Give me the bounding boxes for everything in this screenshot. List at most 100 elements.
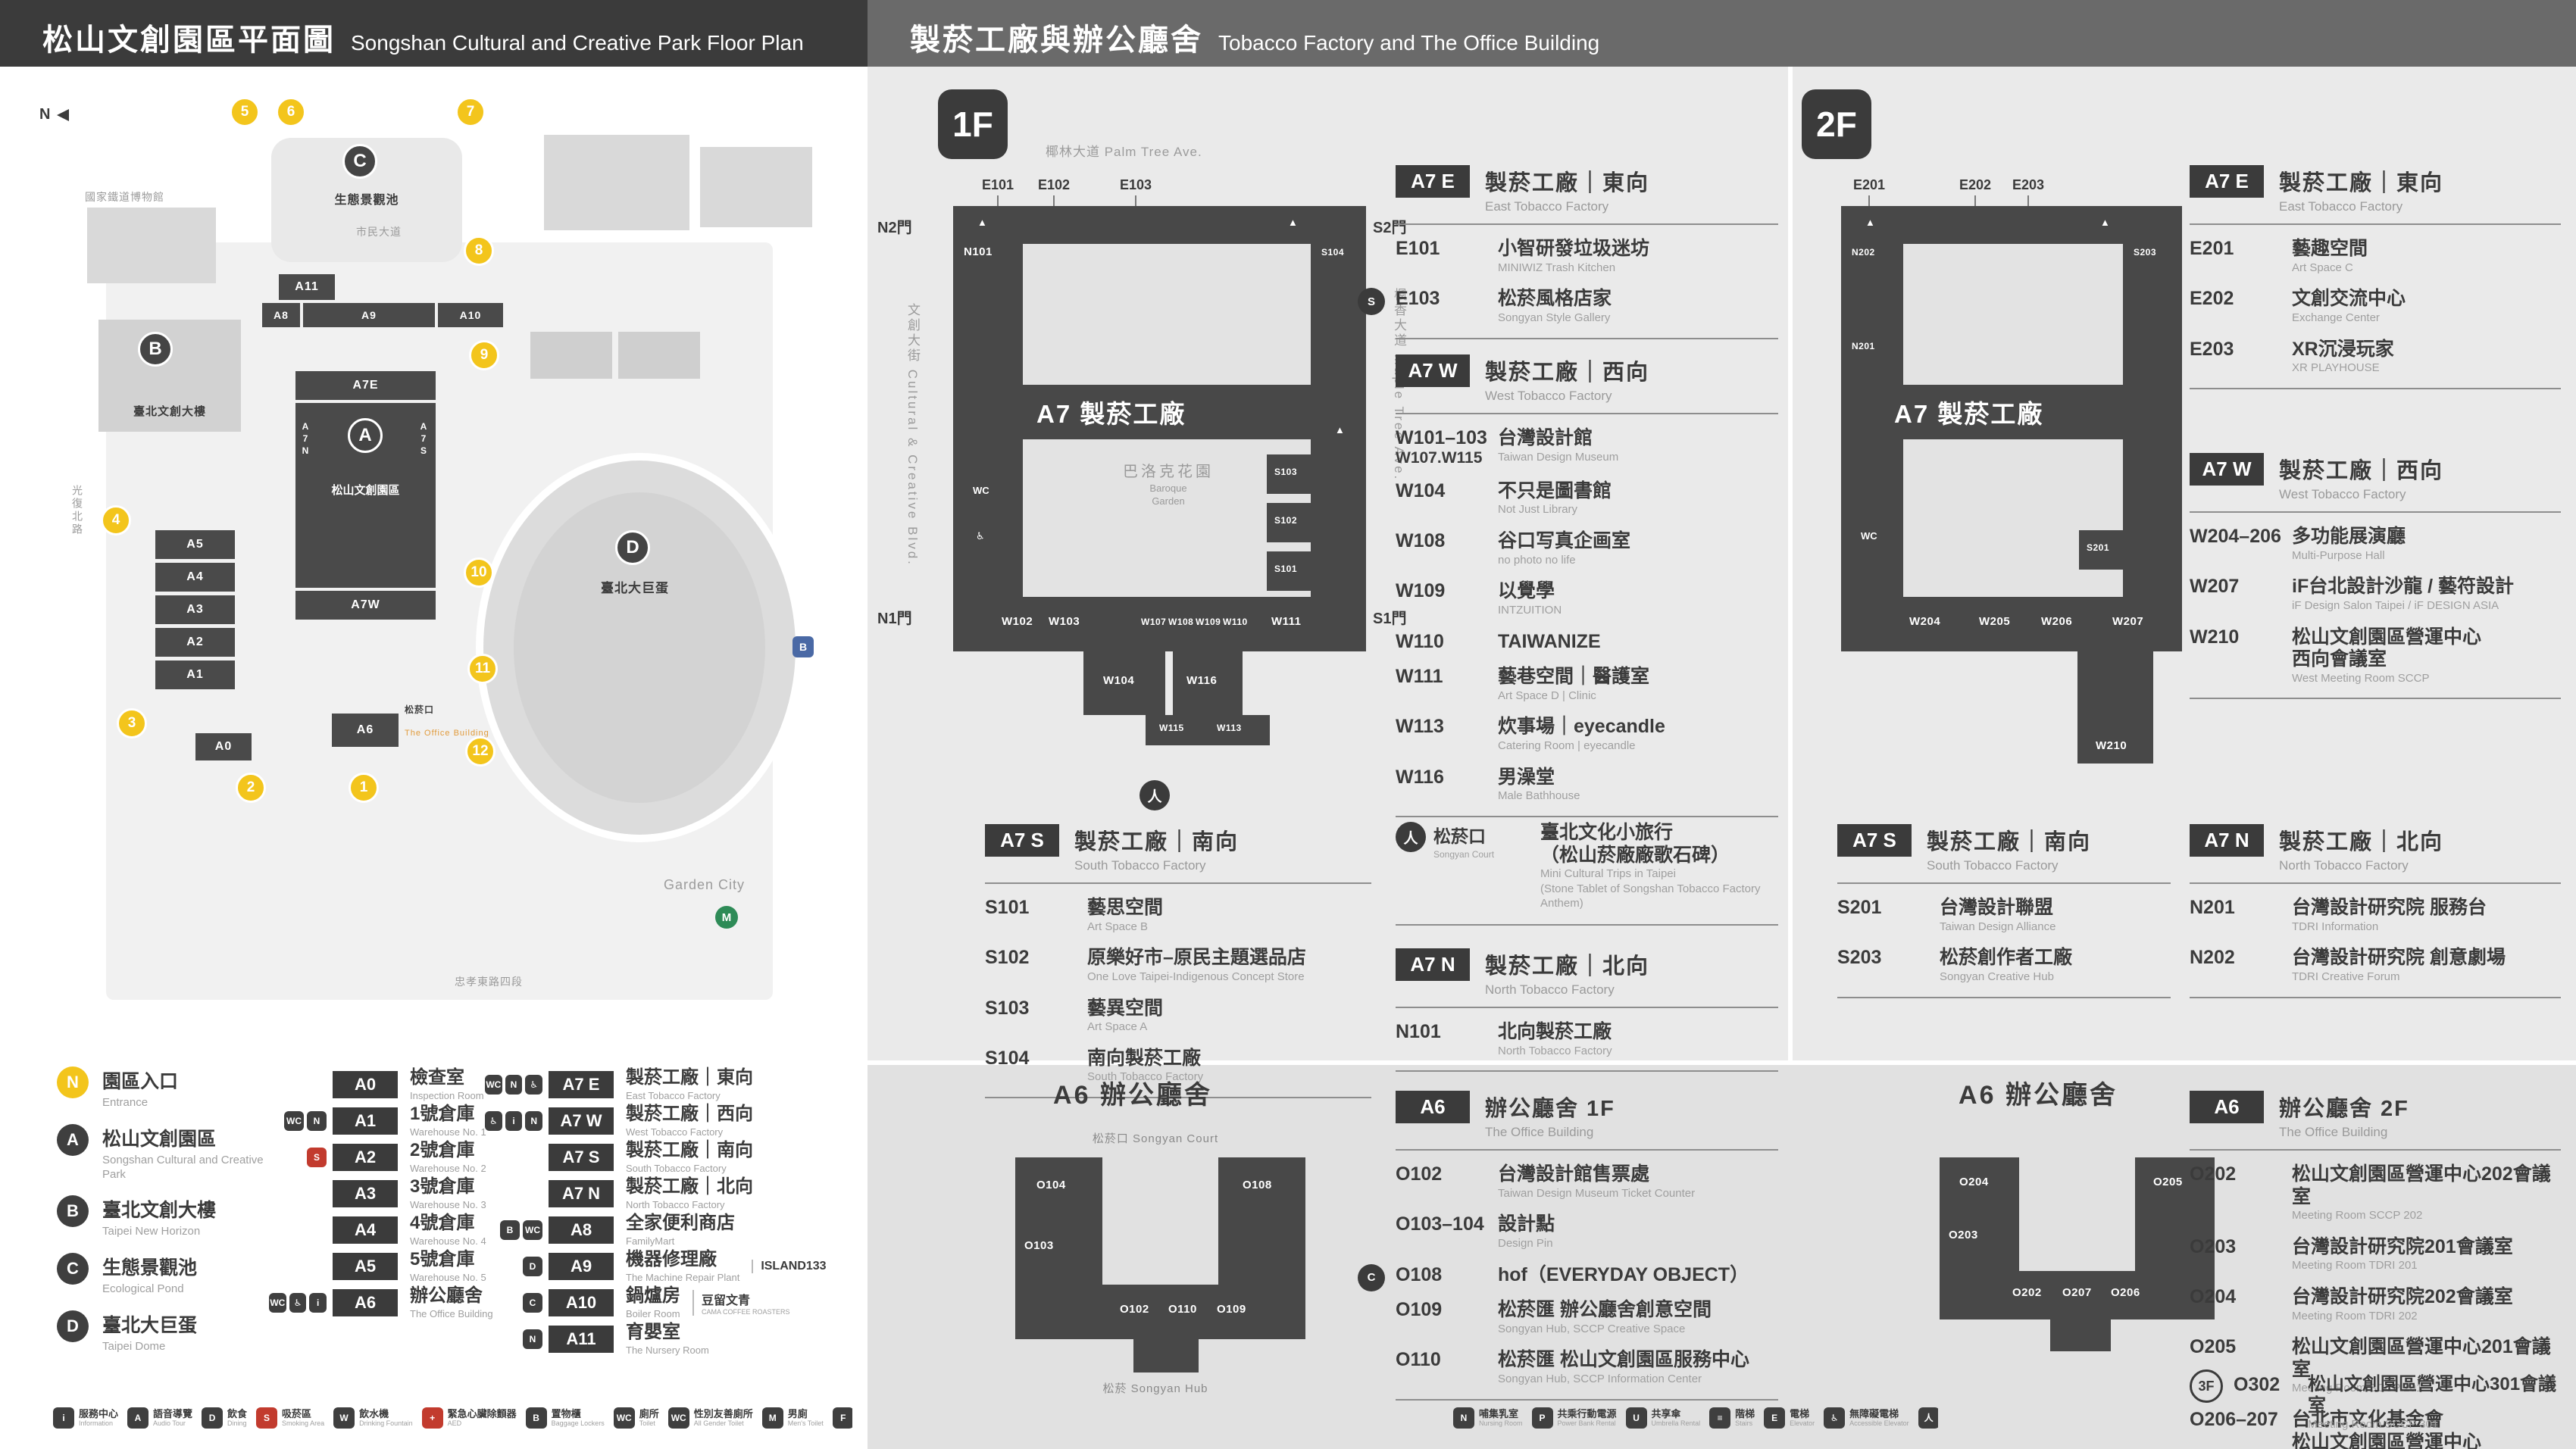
map-block-a5[interactable]: A5: [155, 530, 235, 559]
landmark-b-badge[interactable]: B: [138, 332, 173, 367]
neighbor-block-4: [618, 332, 700, 379]
gate-9[interactable]: 9: [469, 340, 499, 370]
restroom-icon: WC: [523, 1220, 542, 1240]
landmark-name-en: Entrance: [102, 1096, 148, 1109]
stairs-icon: ▲: [1288, 217, 1298, 228]
landmark-c-badge[interactable]: C: [342, 144, 377, 179]
door-n1: N1門: [877, 611, 912, 627]
map-block-a7w[interactable]: A7W: [295, 591, 436, 620]
landmark-d-badge[interactable]: D: [615, 530, 650, 565]
list-section: A7 S 製菸工廠｜南向 South Tobacco Factory S201 …: [1837, 824, 2171, 998]
map-block-a6[interactable]: A6: [332, 714, 399, 747]
gate-2[interactable]: 2: [236, 773, 266, 803]
map-block-a8[interactable]: A8: [262, 303, 300, 327]
section-a7s-2f: A7 S 製菸工廠｜南向 South Tobacco Factory S201 …: [1837, 824, 2171, 998]
gate-5[interactable]: 5: [230, 97, 260, 127]
facility-name-en: All Gender Toilet: [693, 1419, 744, 1428]
section-a6-1f: A6 辦公廳舍 1F The Office Building O102 台灣設計…: [1358, 1091, 1778, 1401]
gate-7[interactable]: 7: [455, 97, 486, 127]
palm-tree-ave-label: 椰林大道 Palm Tree Ave.: [1046, 145, 1202, 159]
nursing-room-icon: N: [307, 1111, 327, 1131]
legend-building-row: N A11 育嬰室 The Nursery Room: [485, 1321, 849, 1357]
tick: [1868, 195, 1870, 206]
room-label-s103: S103: [1274, 467, 1298, 477]
map-block-a10[interactable]: A10: [438, 303, 503, 327]
facility-name-zh: 飲水機: [359, 1407, 389, 1419]
room-code: O202: [2190, 1163, 2237, 1185]
gate-3[interactable]: 3: [117, 708, 147, 739]
facility-name-en: Stairs: [1735, 1419, 1753, 1428]
facility-item: E 電梯 Elevator: [1764, 1407, 1815, 1429]
room-label-s203: S203: [2134, 247, 2157, 258]
legend-landmark-row: D 臺北大巨蛋 Taipei Dome: [57, 1310, 307, 1354]
room-label-w115: W115: [1159, 723, 1184, 733]
landmark-badge: D: [57, 1310, 89, 1342]
facility-name-en: Nursing Room: [1479, 1419, 1523, 1428]
gate-4[interactable]: 4: [101, 505, 131, 536]
section-header: A7 E 製菸工廠｜東向 East Tobacco Factory: [1396, 165, 1778, 225]
floor3-meeting-room-entry: 3F O302 松山文創園區營運中心301會議室 Meeting Room SC…: [2190, 1369, 2568, 1432]
landmark-a-badge[interactable]: A: [348, 418, 383, 453]
room-label-w110: W110: [1223, 617, 1248, 627]
building-name-en: Warehouse No. 4: [410, 1235, 486, 1247]
facility-name-zh: 哺集乳室: [1479, 1407, 1519, 1419]
map-block-a3[interactable]: A3: [155, 595, 235, 624]
section-a7n-1f: A7 N 製菸工廠｜北向 North Tobacco Factory N101 …: [1396, 948, 1778, 1073]
songyan-hub-plan-label: 松菸 Songyan Hub: [1102, 1382, 1208, 1395]
gate-12[interactable]: 12: [465, 736, 496, 767]
room-label-w113: W113: [1217, 723, 1242, 733]
map-block-a7e[interactable]: A7E: [295, 371, 436, 400]
facility-name-zh: 性別友善廁所: [693, 1407, 753, 1419]
map-block-a9[interactable]: A9: [303, 303, 435, 327]
legend-landmark-row: N 園區入口 Entrance: [57, 1066, 307, 1110]
facility-item: N 哺集乳室 Nursing Room: [1453, 1407, 1523, 1429]
room-box-w104: [1083, 651, 1165, 715]
room-name: TAIWANIZE: [1498, 630, 1601, 652]
north-indicator: N: [39, 106, 70, 123]
room-code: S104: [985, 1047, 1030, 1069]
map-block-a0[interactable]: A0: [195, 733, 252, 760]
section-badge: A7 E: [2190, 165, 2264, 198]
neighbor-block-2: [700, 147, 812, 227]
room-label-w206: W206: [2041, 615, 2073, 628]
map-block-a11[interactable]: A11: [279, 274, 335, 300]
railway-museum-label: 國家鐵道博物館: [85, 191, 164, 203]
facility-item: F 女廁 Women's Toilet: [832, 1407, 852, 1429]
facility-name-en: Drinking Fountain: [359, 1419, 413, 1428]
legend-building-row: A7 S 製菸工廠｜南向 South Tobacco Factory: [485, 1139, 849, 1176]
legend-landmark-row: A 松山文創園區 Songshan Cultural and Creative …: [57, 1123, 307, 1182]
gate-1[interactable]: 1: [349, 773, 379, 803]
building-name-en: Warehouse No. 2: [410, 1162, 486, 1174]
list-section: A6 辦公廳舍 1F The Office Building O102 台灣設計…: [1358, 1091, 1778, 1401]
gate-10[interactable]: 10: [464, 557, 494, 588]
building-name-zh: 製菸工廠｜北向: [626, 1176, 753, 1197]
legend-building-row: A5 5號倉庫 Warehouse No. 5: [269, 1248, 496, 1285]
courtyard-lower: [1023, 439, 1311, 597]
map-block-a1[interactable]: A1: [155, 660, 235, 689]
section-a7w-2f: A7 W 製菸工廠｜西向 West Tobacco Factory W204–2…: [2190, 453, 2561, 700]
gate-11[interactable]: 11: [467, 654, 498, 684]
room-code: E202: [2190, 288, 2234, 310]
gate-6[interactable]: 6: [276, 97, 306, 127]
map-block-a4[interactable]: A4: [155, 563, 235, 592]
building-name-en: Boiler Room: [626, 1307, 680, 1319]
map-block-a2[interactable]: A2: [155, 628, 235, 657]
facility-name-en: Men's Toilet: [787, 1419, 824, 1428]
gate-8[interactable]: 8: [464, 236, 494, 266]
room-code: W104: [1396, 479, 1446, 501]
section-title-en: West Tobacco Factory: [1485, 389, 1612, 403]
